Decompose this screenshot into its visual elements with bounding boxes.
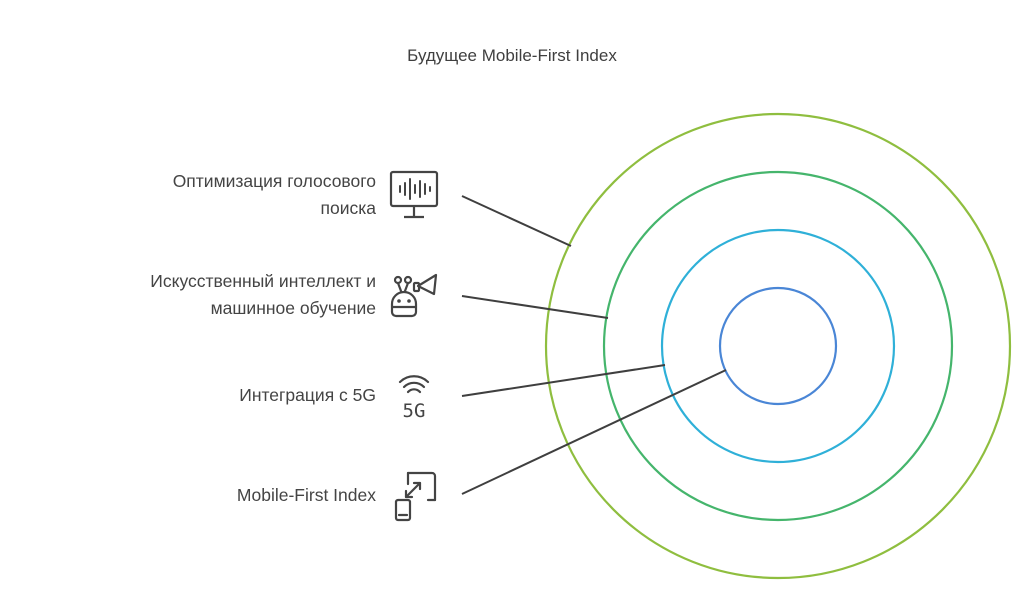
label-mobile-first: Mobile-First Index [237, 482, 376, 509]
outer-ring-voice-search [544, 112, 1012, 580]
label-ai-ml-line1: Искусственный интеллект и [150, 271, 376, 291]
label-5g-line1: Интеграция с 5G [239, 385, 376, 405]
inner-ring-mobile-first [718, 286, 838, 406]
connector-ai-ml [461, 295, 609, 319]
connector-5g [461, 364, 666, 397]
diagram-title: Будущее Mobile-First Index [407, 46, 617, 65]
ring-5g [660, 228, 896, 464]
label-voice-search-line1: Оптимизация голосового [172, 171, 376, 191]
label-ai-ml: Искусственный интеллект и машинное обуче… [150, 268, 376, 322]
label-voice-search-line2: поиска [320, 198, 376, 218]
label-5g: Интеграция с 5G [239, 382, 376, 409]
ring-ai-ml [602, 170, 954, 522]
5g-glyph: 5G [403, 400, 426, 422]
connector-voice-search [461, 195, 572, 247]
mobile-resize-icon [394, 471, 437, 522]
label-mobile-first-line1: Mobile-First Index [236, 485, 376, 505]
connector-mobile-first [461, 369, 727, 495]
label-voice-search: Оптимизация голосового поиска [173, 168, 376, 222]
voice-search-monitor-icon [389, 170, 439, 219]
label-ai-ml-line2: машинное обучение [210, 298, 376, 318]
5g-signal-icon: 5G [398, 375, 430, 422]
robot-megaphone-icon [390, 273, 438, 318]
